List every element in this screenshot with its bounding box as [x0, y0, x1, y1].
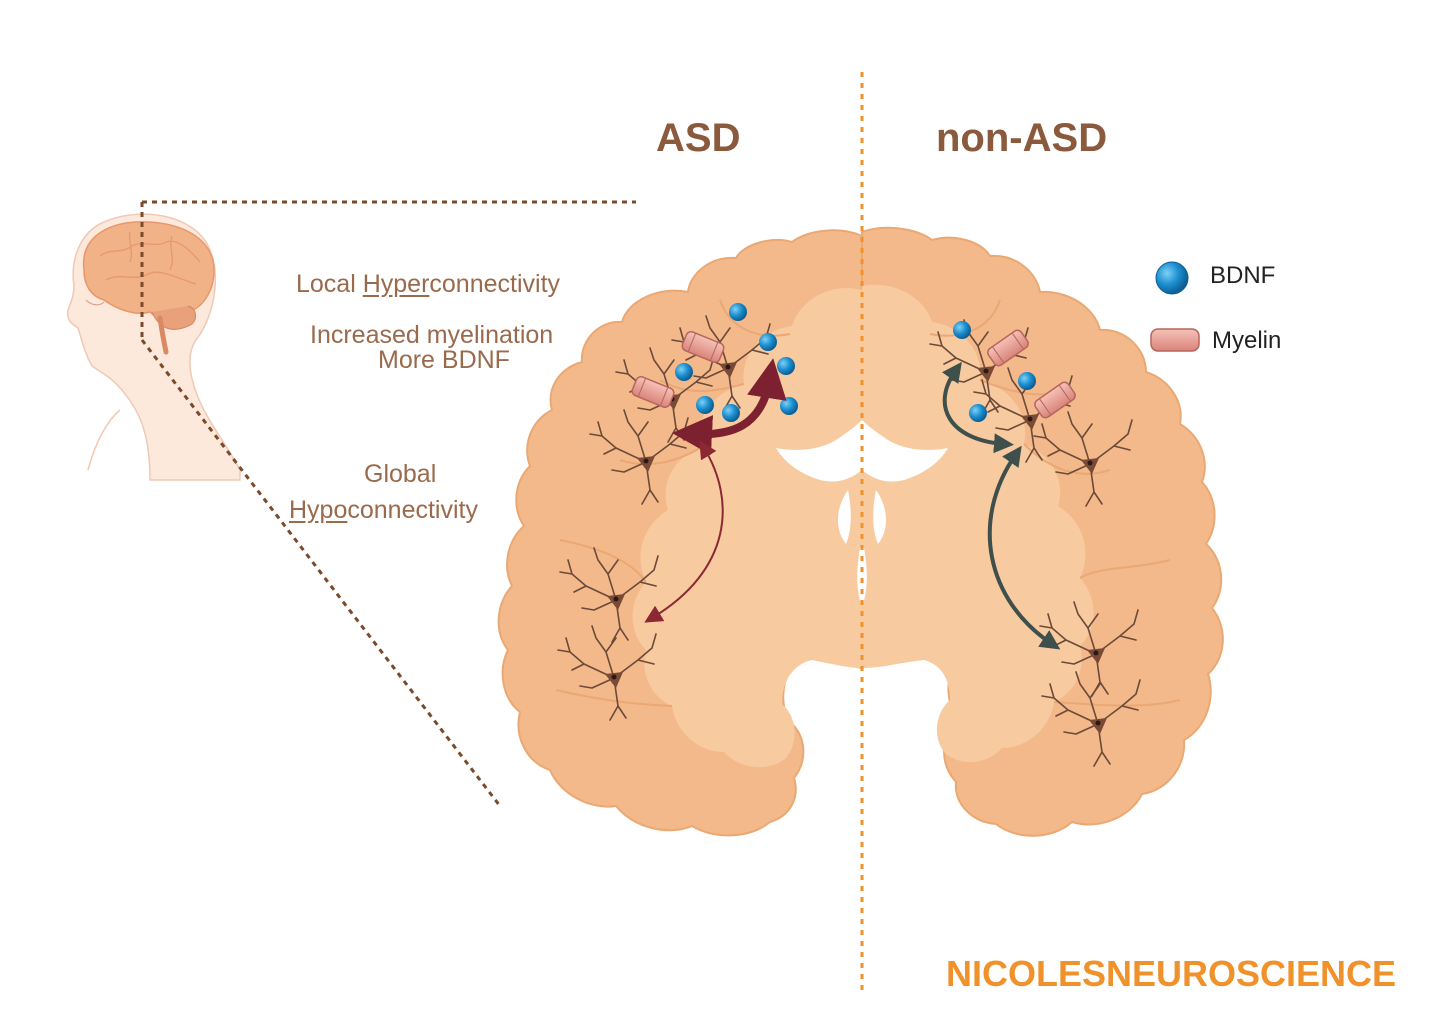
label-local-suffix: connectivity: [429, 270, 561, 298]
asd-local-arrow: [672, 358, 787, 456]
legend-bdnf-icon: [1155, 261, 1189, 295]
legend-myelin-icon: [1150, 328, 1200, 352]
label-local-prefix: Local: [296, 270, 363, 298]
nonasd-global-arrow: [987, 445, 1061, 650]
label-global-underlined: Hypo: [289, 496, 348, 524]
brand-watermark: NICOLESNEUROSCIENCE: [946, 953, 1397, 994]
label-global-suffix: connectivity: [347, 496, 478, 524]
legend-myelin-label: Myelin: [1212, 327, 1282, 354]
nonasd-local-arrow: [942, 361, 1014, 454]
legend-bdnf-label: BDNF: [1210, 262, 1276, 289]
title-non-asd: non-ASD: [936, 116, 1108, 160]
zoom-lines: [140, 200, 636, 807]
head-brain-icon: [82, 221, 215, 355]
label-local-underlined: Hyper: [362, 270, 430, 298]
label-increased-myelination: Increased myelination: [310, 321, 554, 349]
label-local-hyperconnectivity: Local Hyperconnectivity: [296, 270, 560, 299]
title-asd: ASD: [656, 116, 741, 160]
label-global-hypoconnectivity: Hypoconnectivity: [289, 496, 478, 525]
label-more-bdnf: More BDNF: [378, 346, 510, 374]
label-global: Global: [364, 460, 437, 488]
asd-global-arrow: [644, 440, 724, 623]
